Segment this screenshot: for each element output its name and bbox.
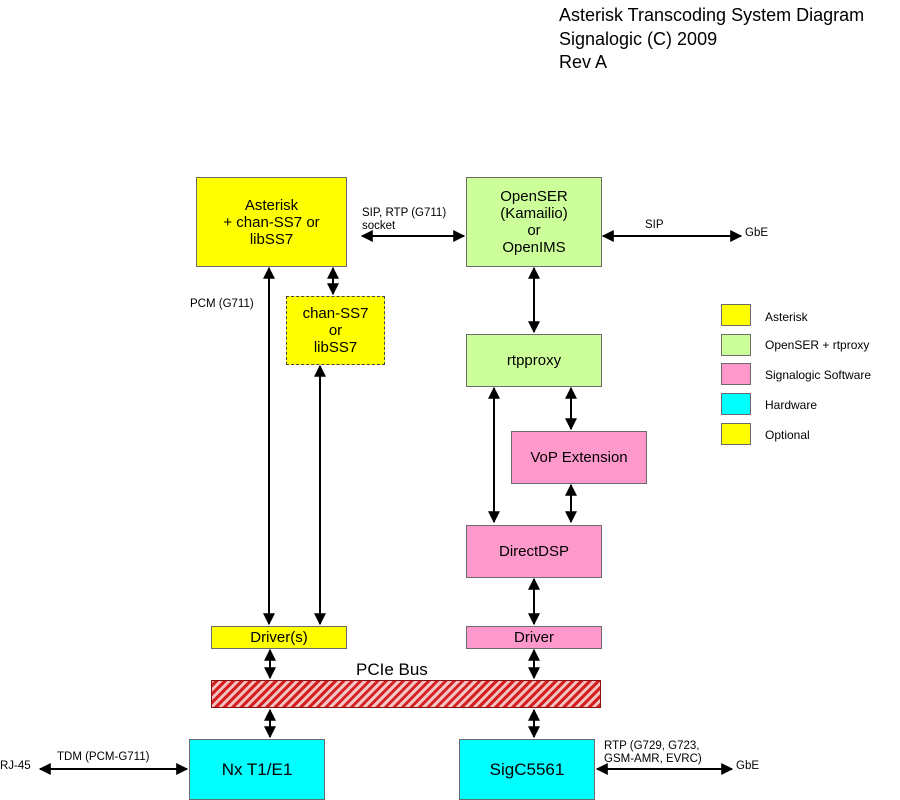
legend-label-openser: OpenSER + rtproxy xyxy=(765,338,870,352)
sigc5561-box: SigC5561 xyxy=(459,739,595,800)
legend-swatch-openser xyxy=(721,334,751,356)
nx-t1e1-box: Nx T1/E1 xyxy=(189,739,325,800)
asterisk-line-2: + chan-SS7 or xyxy=(223,213,320,231)
legend-label-optional: Optional xyxy=(765,428,810,442)
legend-swatch-hardware xyxy=(721,393,751,415)
driver-left-label: Driver(s) xyxy=(250,629,308,646)
driver-right-box: Driver xyxy=(466,626,602,649)
vop-extension-label: VoP Extension xyxy=(530,449,628,466)
title-block: Asterisk Transcoding System Diagram Sign… xyxy=(559,4,864,75)
openser-line-1: OpenSER xyxy=(500,188,568,205)
label-sip: SIP xyxy=(645,219,664,231)
asterisk-box: Asterisk + chan-SS7 or libSS7 xyxy=(196,177,347,267)
legend-swatch-signalogic xyxy=(721,363,751,385)
pcie-bus-label: PCIe Bus xyxy=(356,660,428,679)
asterisk-line-1: Asterisk xyxy=(244,196,299,214)
openser-box: OpenSER (Kamailio) or OpenIMS xyxy=(466,177,602,267)
chan-ss7-line-2: or xyxy=(328,322,343,339)
pcie-bus xyxy=(211,680,601,708)
directdsp-label: DirectDSP xyxy=(498,543,569,560)
directdsp-box: DirectDSP xyxy=(466,525,602,578)
legend-label-asterisk: Asterisk xyxy=(765,310,808,324)
chan-ss7-line-3: libSS7 xyxy=(313,339,358,356)
nx-t1e1-label: Nx T1/E1 xyxy=(221,760,293,779)
label-sip-rtp: SIP, RTP (G711) socket xyxy=(362,207,446,233)
legend-swatch-asterisk xyxy=(721,304,751,326)
driver-left-box: Driver(s) xyxy=(211,626,347,649)
label-gbe-top: GbE xyxy=(745,227,769,239)
label-sip-rtp-line-1: SIP, RTP (G711) xyxy=(362,207,447,219)
sigc5561-label: SigC5561 xyxy=(489,760,565,779)
label-pcm: PCM (G711) xyxy=(190,298,254,310)
label-rtp-codecs-line-2: GSM-AMR, EVRC) xyxy=(604,753,702,765)
rtpproxy-label: rtpproxy xyxy=(506,352,562,369)
revision-line: Rev A xyxy=(559,52,608,72)
diagram-title: Asterisk Transcoding System Diagram xyxy=(559,5,865,25)
copyright-line: Signalogic (C) 2009 xyxy=(559,28,718,49)
label-rj45: RJ-45 xyxy=(0,760,31,772)
chan-ss7-line-1: chan-SS7 xyxy=(302,305,369,322)
label-sip-rtp-line-2: socket xyxy=(362,220,396,232)
label-gbe-bottom: GbE xyxy=(736,760,760,772)
label-rtp-codecs-line-1: RTP (G729, G723, xyxy=(604,740,700,752)
legend-swatch-optional xyxy=(721,423,751,445)
driver-right-label: Driver xyxy=(514,629,554,646)
asterisk-line-3: libSS7 xyxy=(249,230,294,248)
vop-extension-box: VoP Extension xyxy=(511,431,647,484)
rtpproxy-box: rtpproxy xyxy=(466,334,602,387)
label-tdm: TDM (PCM-G711) xyxy=(57,751,150,763)
chan-ss7-optional-box: chan-SS7 or libSS7 xyxy=(286,296,385,365)
openser-line-3: or xyxy=(527,222,541,239)
legend-label-hardware: Hardware xyxy=(765,398,818,412)
openser-line-4: OpenIMS xyxy=(502,239,566,256)
openser-line-2: (Kamailio) xyxy=(500,205,568,222)
label-rtp-codecs: RTP (G729, G723, GSM-AMR, EVRC) xyxy=(604,740,702,766)
legend-label-signalogic: Signalogic Software xyxy=(765,368,872,382)
